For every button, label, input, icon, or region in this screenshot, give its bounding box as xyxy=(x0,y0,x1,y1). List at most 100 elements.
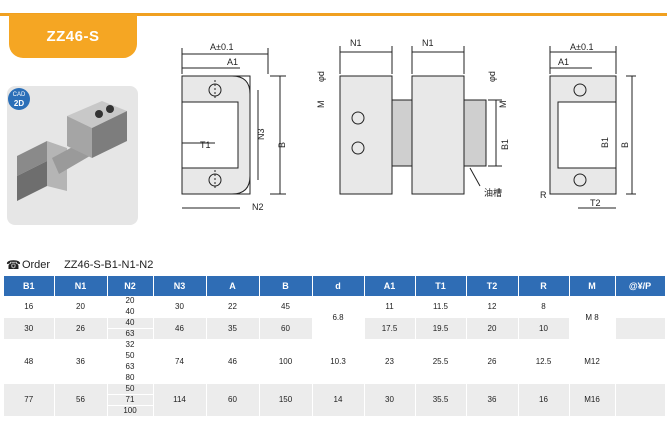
cell-b: 45 xyxy=(259,296,313,318)
cell-m: M12 xyxy=(569,339,616,384)
phone-icon: ☎ xyxy=(6,258,21,272)
dim-b1: B1 xyxy=(500,139,510,150)
cell-n2: 63 xyxy=(107,361,154,373)
cell-a1: 17.5 xyxy=(364,317,416,340)
cell-n1: 26 xyxy=(54,317,108,340)
cell-n2: 71 xyxy=(107,394,154,406)
right-view xyxy=(549,46,636,209)
cell-t2: 26 xyxy=(466,339,519,384)
cell-n3: 74 xyxy=(153,339,207,384)
cell-n2: 20 xyxy=(107,296,154,307)
dim-n2: N2 xyxy=(252,202,264,212)
table-row: 63 xyxy=(4,361,665,373)
cell-d: 14 xyxy=(312,383,365,417)
col-header: @¥/P xyxy=(615,276,666,296)
dim-t1: T1 xyxy=(200,140,211,150)
col-header: T1 xyxy=(415,276,467,296)
dim-n1-right: N1 xyxy=(422,38,434,48)
dim-a1: A1 xyxy=(227,57,238,67)
cell-a1: 23 xyxy=(364,339,416,384)
cell-n3: 114 xyxy=(153,383,207,417)
table-row: 48 36 32 74 46 100 10.3 23 25.5 26 12.5 … xyxy=(4,339,666,384)
order-code: ZZ46-S-B1-N1-N2 xyxy=(64,259,154,271)
table-row: 100 xyxy=(4,405,665,417)
cell-b1: 77 xyxy=(4,383,55,417)
cell-t1: 19.5 xyxy=(415,317,467,340)
dim-r: R xyxy=(540,190,547,200)
col-header: R xyxy=(518,276,570,296)
cell-n2: 100 xyxy=(107,405,154,417)
cell-a: 46 xyxy=(206,339,260,384)
table-row: 40 xyxy=(4,306,665,318)
cell-t2: 20 xyxy=(466,317,519,340)
cell-n2: 32 xyxy=(107,339,154,351)
cell-n2: 50 xyxy=(107,383,154,395)
technical-drawing: A±0.1 A1 T1 N2 N3 B N1 N1 φd φd M M B1 油… xyxy=(181,38,636,212)
cell-n3: 30 xyxy=(153,296,207,318)
dim-n1-left: N1 xyxy=(350,38,362,48)
cell-r: 12.5 xyxy=(518,339,570,384)
cell-a: 22 xyxy=(206,296,260,318)
cell-n2: 50 xyxy=(107,350,154,362)
cell-price xyxy=(615,383,666,417)
dim-t2: T2 xyxy=(590,198,601,208)
col-header: A xyxy=(206,276,260,296)
cell-a1: 30 xyxy=(364,383,416,417)
cell-t1: 11.5 xyxy=(415,296,467,318)
badge-label: 2D xyxy=(13,99,25,108)
col-header: B1 xyxy=(4,276,55,296)
cell-n2: 63 xyxy=(107,328,154,340)
cell-b1: 16 xyxy=(4,296,55,318)
order-line: ☎ Order ZZ46-S-B1-N1-N2 xyxy=(6,258,153,272)
oil-groove-label: 油槽 xyxy=(484,187,502,198)
dim-n3: N3 xyxy=(256,128,266,140)
dim-phi-d-left: φd xyxy=(316,71,326,82)
cad-2d-badge[interactable]: CAD 2D xyxy=(8,88,30,110)
left-view xyxy=(181,48,286,209)
badge-top-text: CAD xyxy=(12,92,26,98)
cell-n3: 46 xyxy=(153,317,207,340)
cell-a: 60 xyxy=(206,383,260,417)
dim-a-tol: A±0.1 xyxy=(210,42,233,52)
cell-m: M16 xyxy=(569,383,616,417)
product-photo-illustration xyxy=(17,101,127,201)
col-header: N2 xyxy=(107,276,154,296)
cell-n1: 36 xyxy=(54,339,108,384)
cell-a: 35 xyxy=(206,317,260,340)
cell-t2: 12 xyxy=(466,296,519,318)
cell-t1: 25.5 xyxy=(415,339,467,384)
cell-n2: 40 xyxy=(107,317,154,329)
table-row: 71 xyxy=(4,394,665,406)
col-header: A1 xyxy=(364,276,416,296)
cell-r: 8 xyxy=(518,296,570,318)
table-row: 30 26 40 46 35 60 17.5 19.5 20 10 xyxy=(4,317,666,340)
center-views xyxy=(339,46,502,195)
cell-b1: 30 xyxy=(4,317,55,340)
cell-r: 10 xyxy=(518,317,570,340)
cell-n2: 40 xyxy=(107,306,154,318)
cell-price xyxy=(615,296,666,318)
table-row: 80 xyxy=(4,372,665,384)
cell-b1: 48 xyxy=(4,339,55,384)
product-photo xyxy=(7,86,138,225)
dim-a-tol-right: A±0.1 xyxy=(570,42,593,52)
spec-table: B1 N1 N2 N3 A B d A1 T1 T2 R M @¥/P 16 2… xyxy=(4,276,666,417)
dim-b-right: B xyxy=(620,142,630,148)
cell-a1: 11 xyxy=(364,296,416,318)
cell-m-merged: M 8 xyxy=(569,296,616,340)
cell-price xyxy=(615,339,666,384)
top-accent-line xyxy=(0,13,667,16)
cell-d-merged: 6.8 xyxy=(312,296,365,340)
dim-b1-right: B1 xyxy=(600,137,610,148)
cell-d: 10.3 xyxy=(312,339,365,384)
col-header: T2 xyxy=(466,276,519,296)
table-header-row: B1 N1 N2 N3 A B d A1 T1 T2 R M @¥/P xyxy=(4,276,666,296)
col-header: N1 xyxy=(54,276,108,296)
cell-t1: 35.5 xyxy=(415,383,467,417)
cell-b: 100 xyxy=(259,339,313,384)
dim-m-right: M xyxy=(498,101,508,109)
cell-r: 16 xyxy=(518,383,570,417)
dim-a1-right: A1 xyxy=(558,57,569,67)
table-row: 63 xyxy=(4,328,665,340)
cell-n1: 56 xyxy=(54,383,108,417)
